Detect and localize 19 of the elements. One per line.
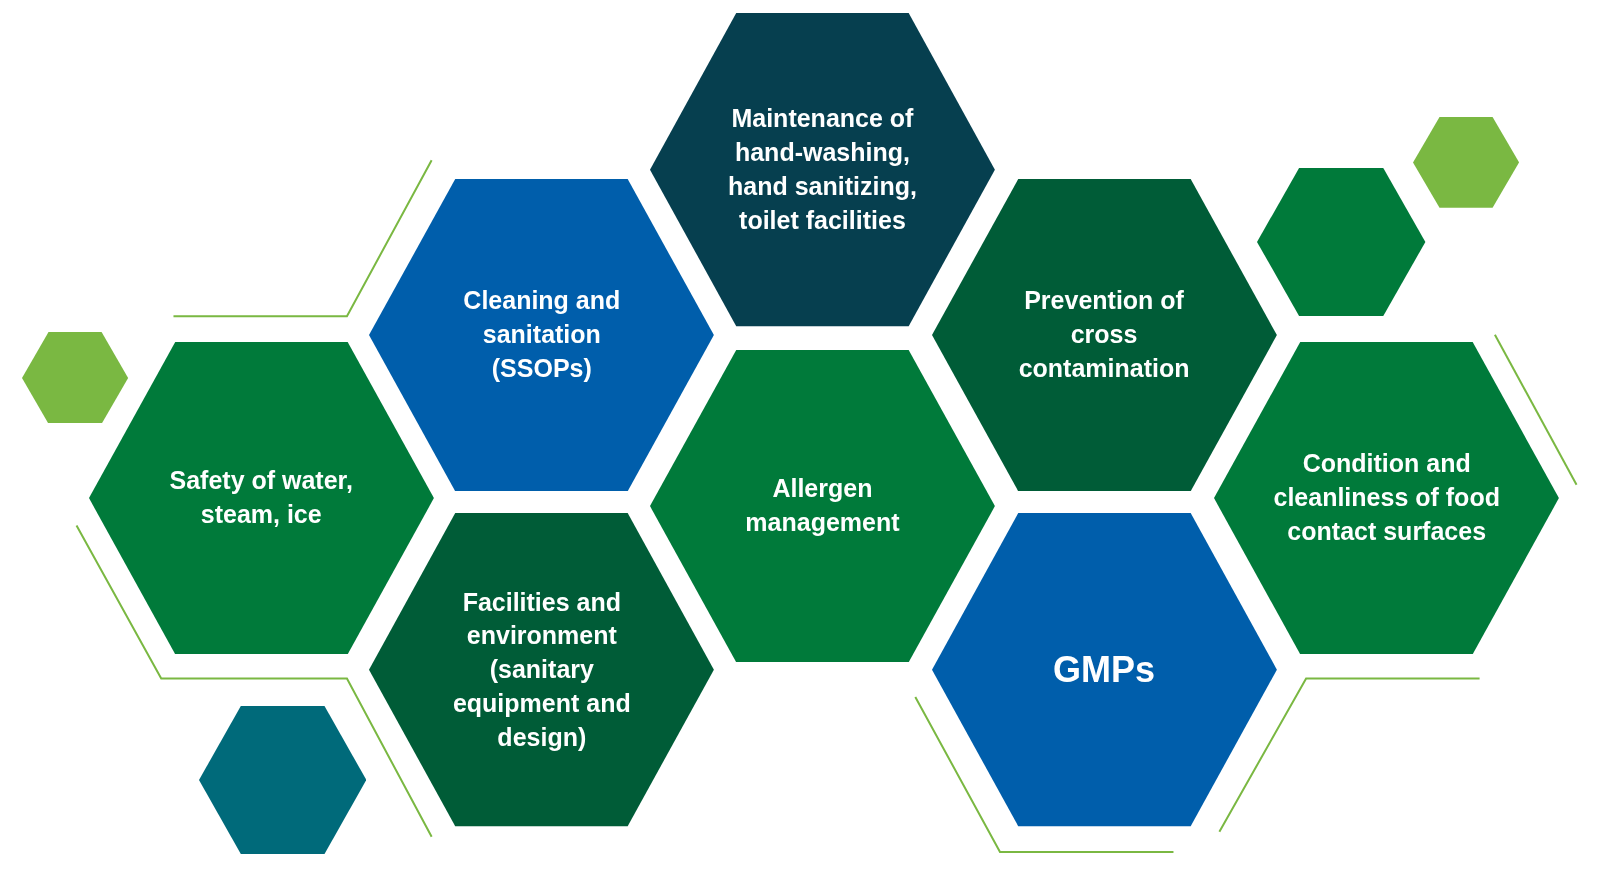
hexagon-label: Allergen management	[744, 473, 901, 539]
hexagon	[1257, 168, 1426, 317]
hexagon-label: Cleaning and sanitation (SSOPs)	[462, 285, 622, 384]
hexagon-label: Facilities and environment (sanitary equipment and design)	[451, 586, 632, 753]
hexagon	[650, 350, 995, 663]
hexagon	[88, 341, 434, 655]
hexagon	[1214, 341, 1560, 655]
hexagon	[22, 331, 129, 424]
hexagon	[369, 513, 715, 827]
hexagon	[369, 178, 715, 491]
hexagon-label: Prevention of cross contamination	[1017, 285, 1191, 384]
hexagon-label: GMPs	[1052, 647, 1157, 692]
hexagon-label: Maintenance of hand-washing, hand sanitizing, toilet facilities	[727, 103, 918, 236]
hexagon-label: Safety of water, steam, ice	[168, 465, 354, 530]
hexagon-label: Condition and cleanliness of food contact surfaces	[1272, 448, 1501, 547]
hexagon	[198, 706, 367, 855]
hexagon	[931, 513, 1277, 827]
hexagon	[650, 13, 995, 327]
hexagon	[1413, 117, 1520, 209]
